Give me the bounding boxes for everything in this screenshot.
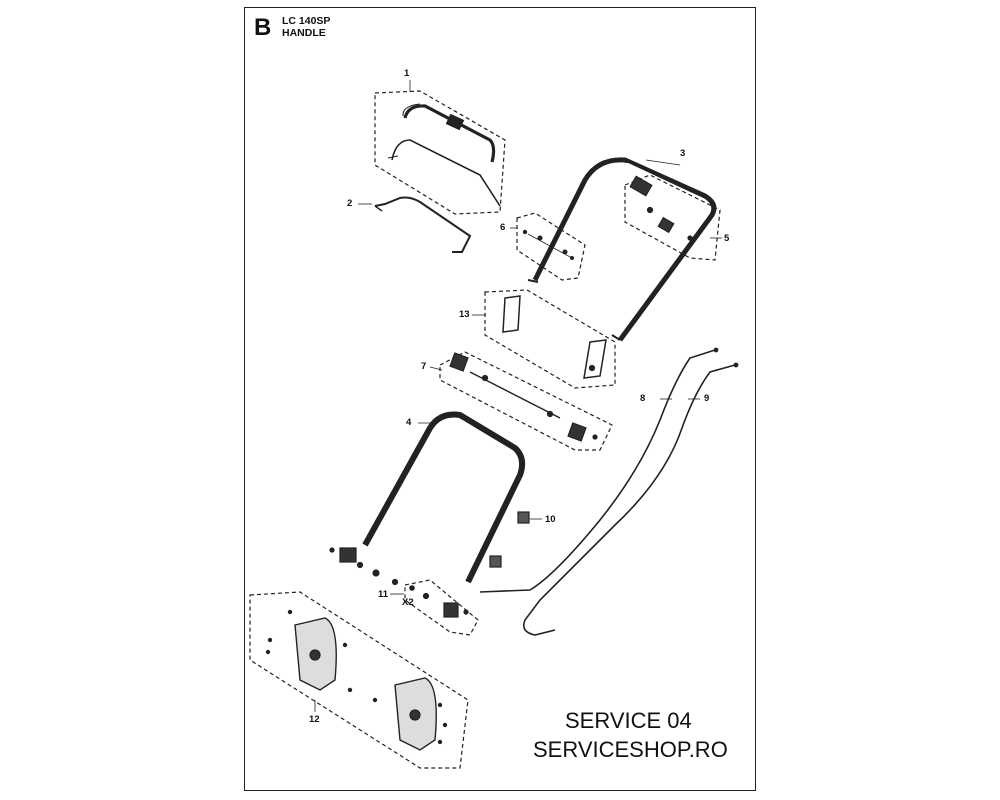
- callout-3: 3: [680, 148, 686, 159]
- group-box-part-13: [484, 289, 616, 389]
- handle-wire-part-1: [391, 139, 501, 207]
- group-box-part-12: [249, 591, 469, 769]
- group-box-part-7: [439, 351, 613, 451]
- callout-6: 6: [500, 222, 506, 233]
- lower-handle-part-4: [362, 411, 526, 584]
- callout-11: 11: [378, 589, 389, 600]
- knob-right-part-11: [443, 602, 459, 618]
- callout-9: 9: [704, 393, 710, 404]
- group-box-part-11: [404, 579, 479, 636]
- handle-bar-part-1: [403, 104, 496, 163]
- callout-7: 7: [421, 361, 427, 372]
- quantity-x2: X2: [402, 597, 414, 608]
- knob-part-7: [449, 352, 469, 372]
- diagram-title: HANDLE: [282, 27, 326, 39]
- footer-line-2: SERVICESHOP.RO: [533, 737, 728, 762]
- callout-4: 4: [406, 417, 412, 428]
- handle-switch-part-1: [445, 113, 465, 131]
- clip-part-10: [517, 511, 530, 524]
- tube-sleeve-lower-part-13: [583, 339, 607, 379]
- section-letter: B: [254, 14, 272, 41]
- callout-12: 12: [309, 714, 320, 725]
- cable-part-8: [479, 349, 716, 593]
- model-name: LC 140SP: [282, 15, 331, 27]
- callout-1: 1: [404, 68, 410, 79]
- group-box-part-1: [374, 90, 506, 215]
- footer-line-1: SERVICE 04: [565, 708, 692, 733]
- knob-left-part-4: [339, 547, 357, 563]
- callout-13: 13: [459, 309, 470, 320]
- upper-handle-tube-part-3: [532, 157, 717, 342]
- lever-part-5: [629, 175, 653, 197]
- diagram-frame: [244, 7, 756, 791]
- callout-5: 5: [724, 233, 730, 244]
- fasteners-part-6: [522, 229, 574, 260]
- callout-10: 10: [545, 514, 556, 525]
- group-box-part-5: [624, 174, 721, 261]
- tube-sleeve-upper-part-13: [502, 295, 521, 333]
- fasteners-part-12: [265, 609, 448, 745]
- callout-2: 2: [347, 198, 353, 209]
- callout-8: 8: [640, 393, 646, 404]
- cable-part-9: [522, 364, 736, 636]
- bail-wire-part-2: [374, 196, 472, 253]
- clip-part-10-b: [489, 555, 502, 568]
